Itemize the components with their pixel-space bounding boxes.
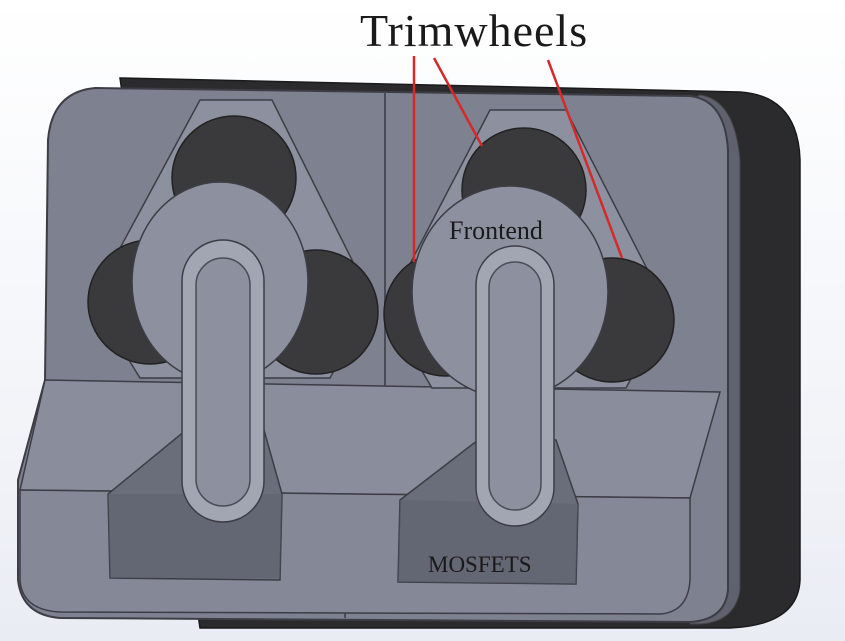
trimwheels-label: Trimwheels <box>360 5 589 56</box>
frontend-label: Frontend <box>449 216 543 245</box>
right-slot-inner <box>488 261 542 511</box>
left-slot-inner <box>195 257 251 507</box>
pointer-line-top-wheel <box>432 57 484 147</box>
mosfets-label: MOSFETS <box>428 552 532 577</box>
pointer-line-right-wheel <box>546 59 624 259</box>
